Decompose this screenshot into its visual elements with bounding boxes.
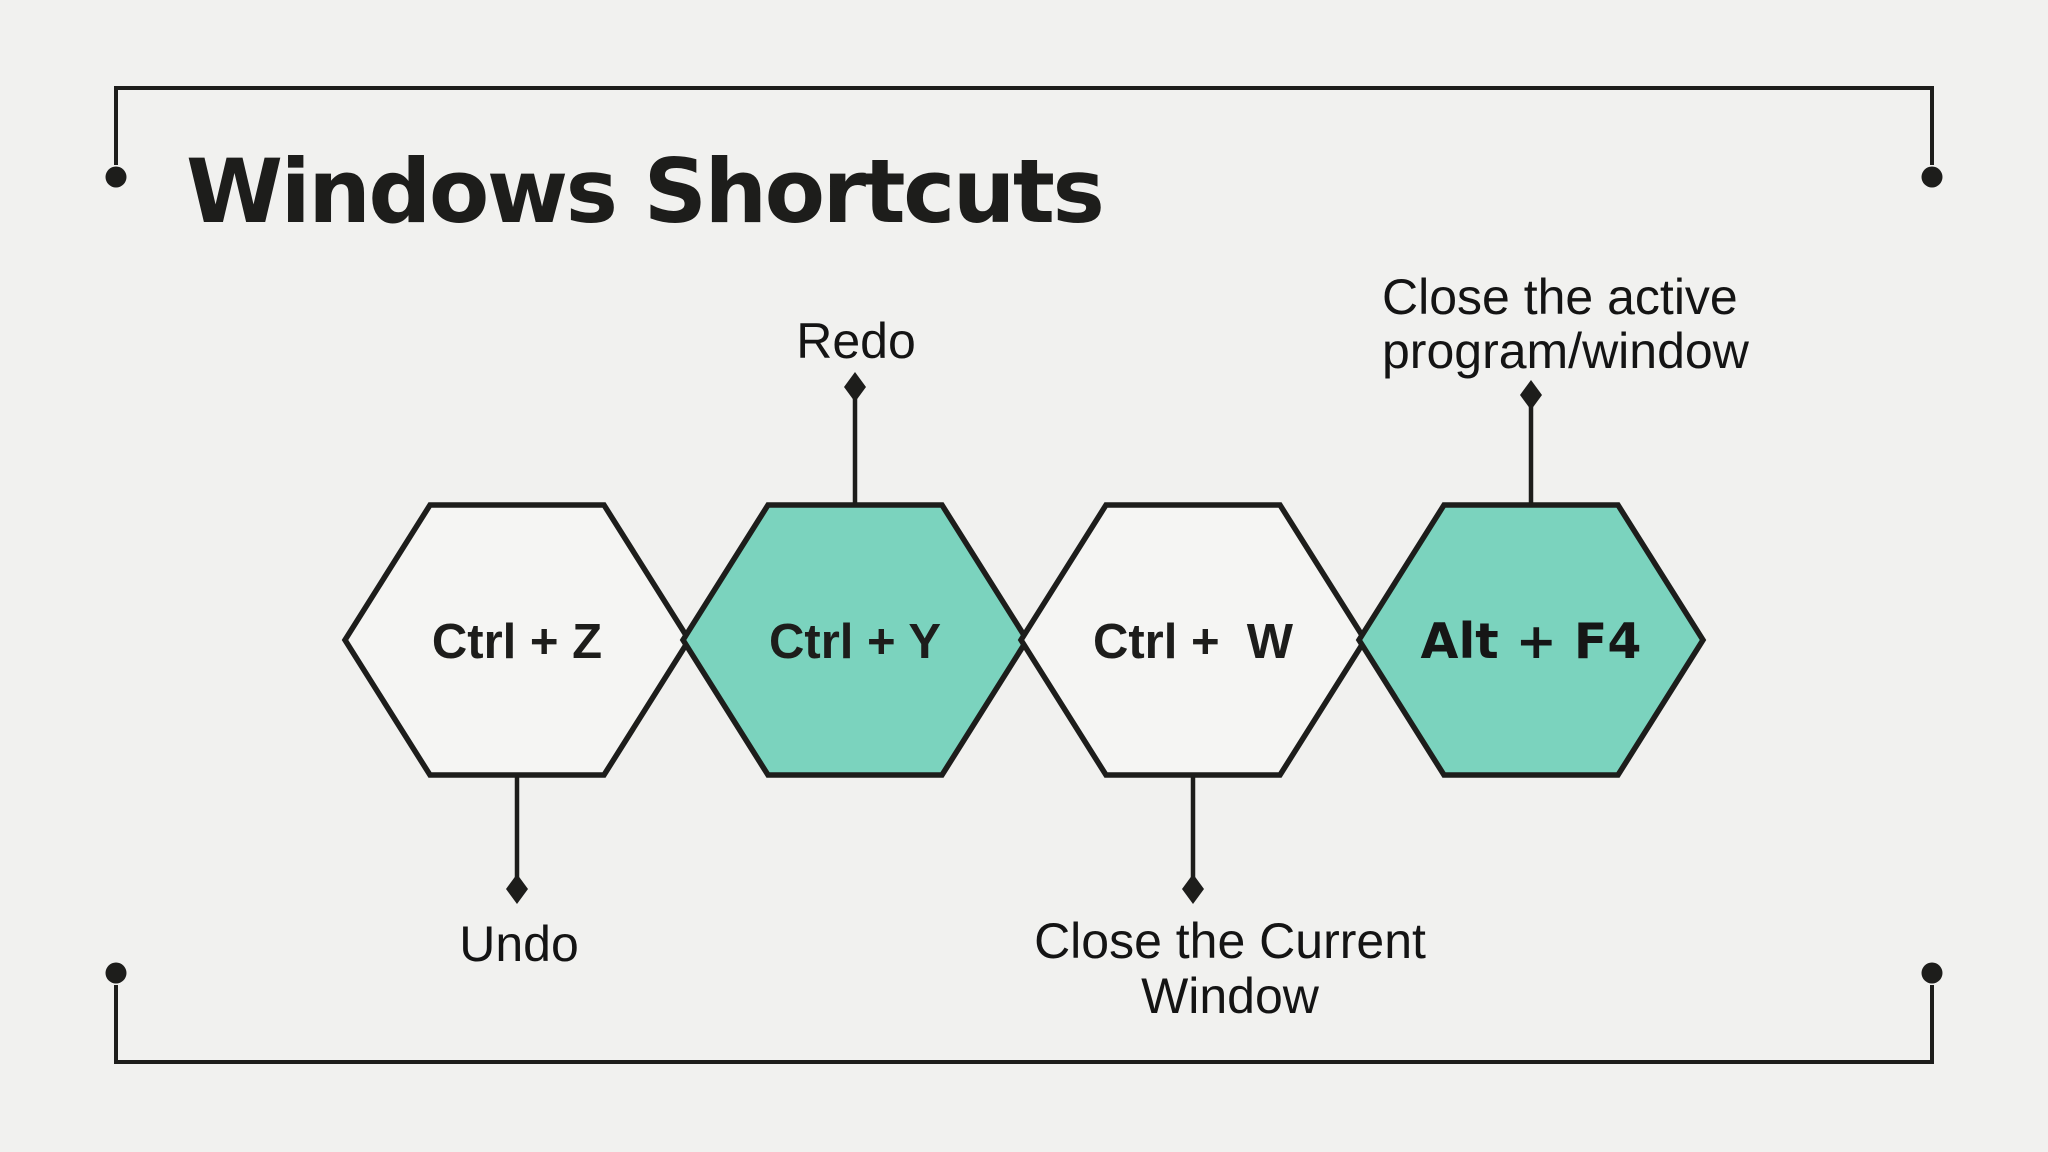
- hex-label-ctrl-z: Ctrl + Z: [432, 615, 602, 669]
- connector-redo-diamond-icon: [844, 372, 866, 402]
- label-close-active-line2: program/window: [1382, 323, 1750, 379]
- bottom-bracket-line: [114, 985, 1934, 1064]
- label-redo: Redo: [796, 313, 916, 369]
- connector-close-current-diamond-icon: [1182, 874, 1204, 904]
- connector-undo-diamond-icon: [506, 874, 528, 904]
- label-close-current-line1: Close the Current: [1034, 913, 1426, 969]
- label-undo: Undo: [459, 916, 579, 972]
- label-close-current-line2: Window: [1141, 968, 1320, 1024]
- hexagon-ctrl-z: Ctrl + Z: [341, 502, 693, 778]
- bottom-bracket-left-dot: [105, 962, 127, 984]
- connector-redo: Redo: [796, 313, 916, 505]
- hex-label-ctrl-y: Ctrl + Y: [769, 615, 941, 669]
- label-close-active-line1: Close the active: [1382, 269, 1738, 325]
- bottom-bracket: [105, 962, 1943, 1064]
- top-bracket-right-dot: [1921, 166, 1943, 188]
- hex-label-ctrl-w: Ctrl + W: [1093, 615, 1294, 669]
- hexagon-alt-f4-shape: [1355, 502, 1707, 778]
- hexagon-alt-f4: Alt + F4: [1355, 502, 1707, 778]
- page-title: Windows Shortcuts: [186, 140, 1102, 243]
- connector-close-current: Close the Current Window: [1034, 775, 1426, 1024]
- hex-label-alt-f4: Alt + F4: [1421, 613, 1642, 670]
- top-bracket: [105, 86, 1943, 188]
- top-bracket-line: [114, 86, 1934, 165]
- top-bracket-left-dot: [105, 166, 127, 188]
- connector-close-active: Close the active program/window: [1382, 269, 1750, 505]
- connector-undo: Undo: [459, 775, 579, 972]
- connector-close-active-diamond-icon: [1520, 380, 1542, 410]
- bottom-bracket-right-dot: [1921, 962, 1943, 984]
